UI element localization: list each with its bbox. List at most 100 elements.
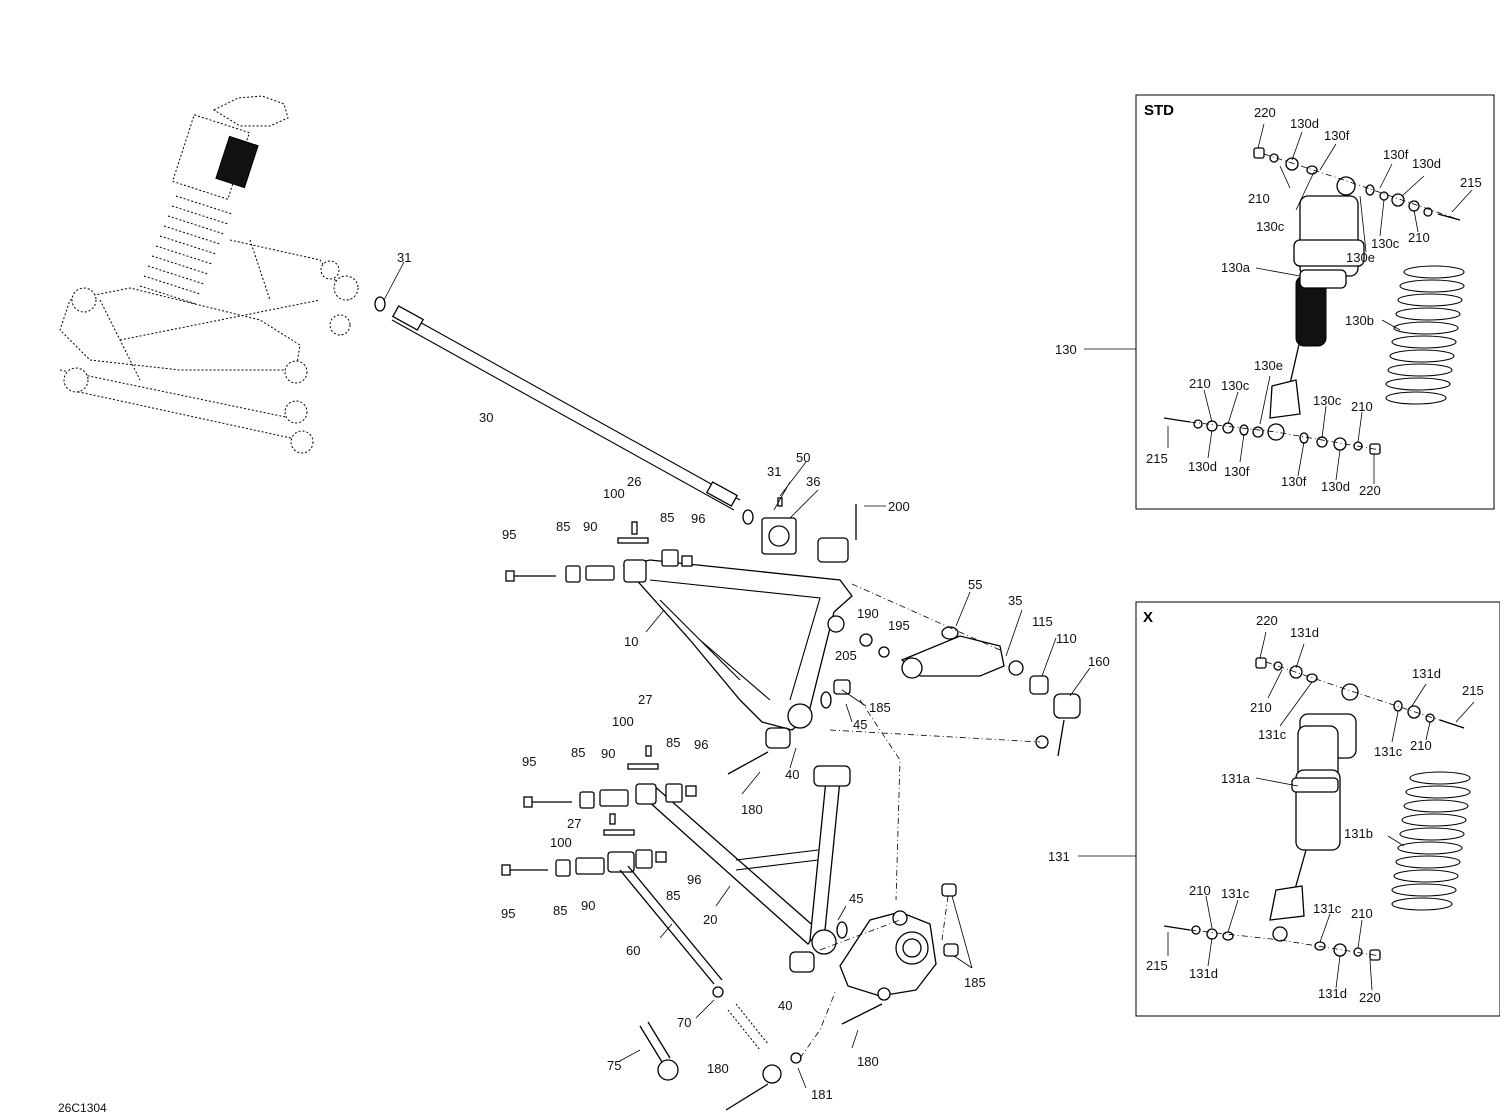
callout-200: 200 — [888, 499, 910, 514]
callout-205: 205 — [835, 648, 857, 663]
callout-100-middle: 100 — [612, 714, 634, 729]
steering-arm — [900, 635, 1005, 679]
callout-210-x-top-left: 210 — [1250, 700, 1272, 715]
callout-130b-std: 130b — [1345, 313, 1374, 328]
callout-210-std-bottom-right: 210 — [1351, 399, 1373, 414]
callout-31-top: 31 — [397, 250, 411, 265]
callout-30: 30 — [479, 410, 493, 425]
inset-x-title: X — [1143, 609, 1153, 626]
callout-110: 110 — [1056, 631, 1077, 646]
callout-220-x-bottom: 220 — [1359, 990, 1381, 1005]
drawing-id: 26C1304 — [58, 1101, 107, 1115]
callout-96-upper: 96 — [691, 511, 705, 526]
callout-180-middle: 180 — [857, 1054, 879, 1069]
callout-210-x-top-right: 210 — [1410, 738, 1432, 753]
tie-rod-end — [1035, 693, 1081, 757]
upper-a-arm — [622, 537, 853, 731]
inset-std — [1084, 94, 1495, 510]
bolt-180-bottom — [725, 1083, 769, 1111]
callout-220-std-top: 220 — [1254, 105, 1276, 120]
callout-180-upper: 180 — [741, 802, 763, 817]
callout-181: 181 — [811, 1087, 833, 1102]
callout-100-upper: 100 — [603, 486, 625, 501]
leader-lines — [383, 261, 1091, 1089]
callout-115: 115 — [1032, 614, 1053, 629]
callout-96-lower: 96 — [687, 872, 701, 887]
callout-130c-std-4: 130c — [1313, 393, 1342, 408]
circlip-31-bottom — [742, 509, 754, 525]
nut-185-b — [943, 943, 959, 957]
callout-131d-x-3: 131d — [1189, 966, 1218, 981]
callout-85-lower-left: 85 — [553, 903, 567, 918]
callout-90-middle: 90 — [601, 746, 615, 761]
washer-181 — [790, 1052, 802, 1064]
callout-27-upper: 27 — [638, 692, 652, 707]
bolt-180-upper — [727, 751, 769, 775]
inset-std-title: STD — [1144, 102, 1174, 119]
callout-85-upper-right: 85 — [660, 510, 674, 525]
callouts-std: STD 130 220 130d 130f 210 130c 130f 130d… — [1055, 102, 1482, 498]
callout-10: 10 — [624, 634, 638, 649]
washer-190 — [859, 633, 873, 647]
nut-205 — [827, 615, 845, 633]
callout-185-lower: 185 — [964, 975, 986, 990]
callout-40-upper: 40 — [785, 767, 799, 782]
callout-131c-x-1: 131c — [1258, 727, 1287, 742]
bearing-housing — [761, 497, 797, 555]
callout-100-lower: 100 — [550, 835, 572, 850]
callout-210-x-bottom-left: 210 — [1189, 883, 1211, 898]
callout-36: 36 — [806, 474, 820, 489]
callout-131a-x: 131a — [1221, 771, 1251, 786]
callout-85-middle-left: 85 — [571, 745, 585, 760]
lower-tie-rod — [619, 865, 769, 1051]
callout-130c-std-3: 130c — [1221, 378, 1250, 393]
callout-180-bottom: 180 — [707, 1061, 729, 1076]
callout-90-lower: 90 — [581, 898, 595, 913]
callout-210-std-bottom-left: 210 — [1189, 376, 1211, 391]
callout-45-upper: 45 — [853, 717, 867, 732]
knuckle — [839, 910, 937, 1001]
circlip-31-top — [374, 296, 386, 312]
callout-130c-std-2: 130c — [1371, 236, 1400, 251]
callout-131c-x-3: 131c — [1221, 886, 1250, 901]
callout-60: 60 — [626, 943, 640, 958]
callout-210-x-bottom-right: 210 — [1351, 906, 1373, 921]
callout-185-upper: 185 — [869, 700, 891, 715]
callout-130e-std-2: 130e — [1254, 358, 1283, 373]
callout-130f-std-3: 130f — [1224, 464, 1250, 479]
callout-130f-std-1: 130f — [1324, 128, 1350, 143]
callout-20: 20 — [703, 912, 717, 927]
circlip-45-upper — [820, 691, 832, 709]
callout-75: 75 — [607, 1058, 621, 1073]
callout-130e-std-1: 130e — [1346, 250, 1375, 265]
centerline-steering — [829, 583, 1041, 901]
callout-90-upper: 90 — [583, 519, 597, 534]
callout-215-x-bottom: 215 — [1146, 958, 1168, 973]
callout-220-x-top: 220 — [1256, 613, 1278, 628]
callout-26: 26 — [627, 474, 641, 489]
washer-195 — [878, 646, 890, 658]
callout-215-std-bottom: 215 — [1146, 451, 1168, 466]
nut-110 — [1029, 675, 1049, 695]
callout-131c-x-2: 131c — [1374, 744, 1403, 759]
callout-45-lower: 45 — [849, 891, 863, 906]
circlip-45-lower — [836, 921, 848, 939]
callout-85-upper-left: 85 — [556, 519, 570, 534]
inset-std-ref: 130 — [1055, 342, 1077, 357]
drive-shaft — [391, 305, 741, 511]
upper-bushing-hardware — [505, 521, 693, 583]
callouts-main: 31 30 31 50 36 200 100 26 85 96 95 85 90… — [397, 250, 1110, 1102]
callout-220-std-bottom: 220 — [1359, 483, 1381, 498]
inset-x-ref: 131 — [1048, 849, 1070, 864]
callout-40-lower: 40 — [778, 998, 792, 1013]
callout-50: 50 — [796, 450, 810, 465]
ghost-suspension-assembly — [59, 95, 359, 454]
bolt-180-knuckle — [841, 1003, 883, 1025]
callout-130d-std-1: 130d — [1290, 116, 1319, 131]
callout-210-std-top-left: 210 — [1248, 191, 1270, 206]
callouts-x: X 131 220 131d 210 131c 131d 215 131c 21… — [1048, 609, 1484, 1005]
nut-185-a — [941, 883, 957, 897]
callout-131d-x-1: 131d — [1290, 625, 1319, 640]
callout-131b-x: 131b — [1344, 826, 1373, 841]
callout-55: 55 — [968, 577, 982, 592]
